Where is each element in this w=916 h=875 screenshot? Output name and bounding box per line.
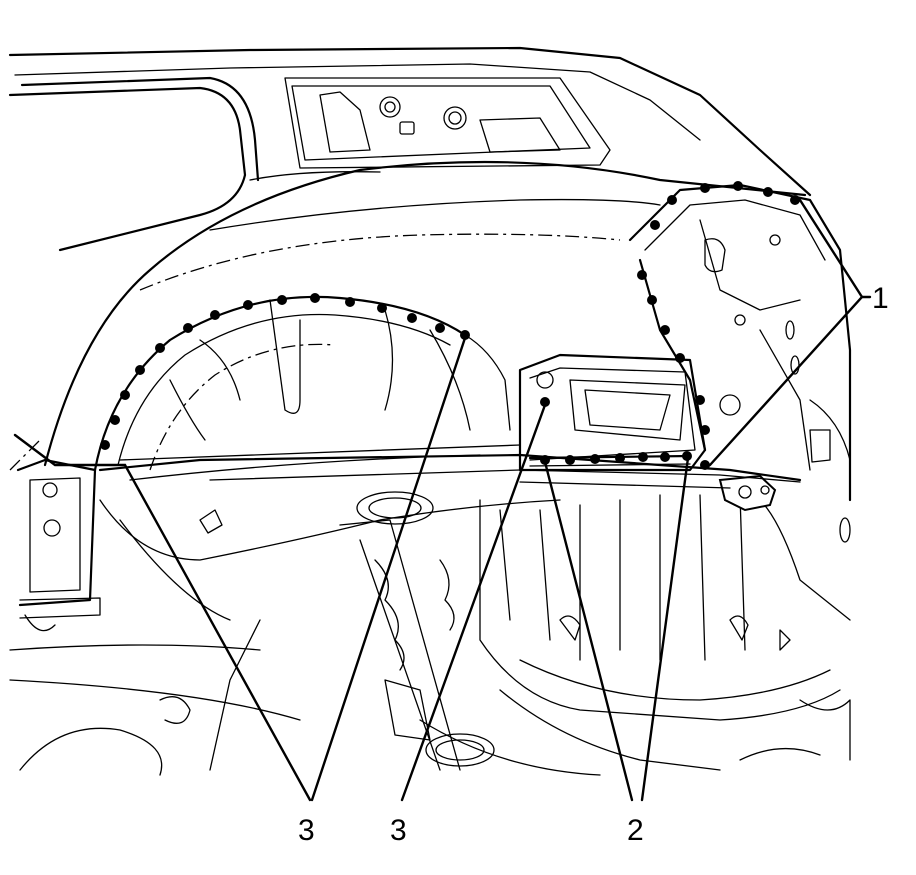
- callout-2: 2: [627, 814, 644, 847]
- weld-spot: [682, 451, 692, 461]
- callout-1: 1: [872, 282, 889, 315]
- weld-spot: [540, 455, 550, 465]
- left-side-structure: [9, 439, 561, 776]
- weld-spot: [660, 325, 670, 335]
- weld-spot: [790, 195, 800, 205]
- weld-spot: [763, 187, 773, 197]
- floor-pan: [98, 453, 851, 776]
- weld-spot: [700, 460, 710, 470]
- weld-spot: [615, 453, 625, 463]
- callouts: 1 2 3 3: [298, 282, 889, 847]
- weld-spot: [695, 395, 705, 405]
- roof-and-quarter-panel: [8, 46, 812, 467]
- weld-spot: [155, 343, 165, 353]
- weld-spot: [460, 330, 470, 340]
- leader-2-left: [543, 460, 634, 802]
- leader-3b: [400, 403, 547, 802]
- weld-spot: [210, 310, 220, 320]
- weld-spot: [667, 195, 677, 205]
- rear-inner-panel: [518, 183, 852, 621]
- weld-spot: [733, 181, 743, 191]
- weld-spot: [565, 455, 575, 465]
- weld-spot: [110, 415, 120, 425]
- weld-spot: [590, 454, 600, 464]
- weld-spot: [647, 295, 657, 305]
- leader-3a-right: [310, 336, 467, 802]
- weld-spot: [638, 452, 648, 462]
- weld-spot: [345, 297, 355, 307]
- weld-spot: [637, 270, 647, 280]
- weld-spot: [135, 365, 145, 375]
- weld-spot: [675, 353, 685, 363]
- leader-2-right: [640, 456, 690, 802]
- weld-spot: [183, 323, 193, 333]
- leader-3a-left: [13, 433, 312, 802]
- weld-spot: [700, 183, 710, 193]
- weld-spots: [100, 181, 800, 470]
- weld-spot: [310, 293, 320, 303]
- weld-spot: [650, 220, 660, 230]
- weld-spot: [407, 313, 417, 323]
- leader-1-lower: [708, 295, 872, 467]
- callout-3-left: 3: [298, 814, 315, 847]
- wheel-arch: [93, 295, 521, 481]
- callout-3-right: 3: [390, 814, 407, 847]
- weld-spot: [540, 397, 550, 407]
- weld-spot: [277, 295, 287, 305]
- weld-spot: [120, 390, 130, 400]
- leader-lines: [13, 198, 872, 802]
- weld-spot: [435, 323, 445, 333]
- leader-1-upper: [798, 198, 864, 299]
- weld-spot: [660, 452, 670, 462]
- weld-spot: [700, 425, 710, 435]
- weld-spot: [100, 440, 110, 450]
- weld-spot: [377, 303, 387, 313]
- weld-spot: [243, 300, 253, 310]
